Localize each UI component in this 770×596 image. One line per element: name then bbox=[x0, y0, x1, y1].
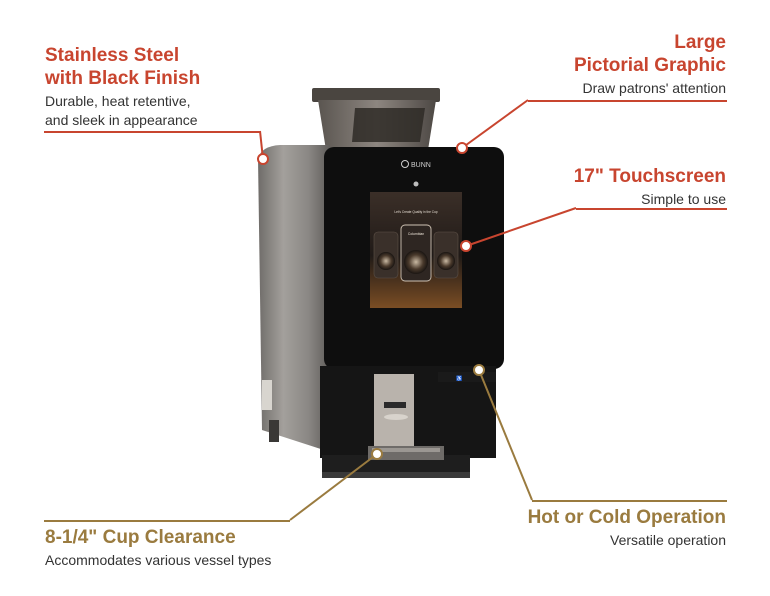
callout-pictorial-desc: Draw patrons' attention bbox=[582, 80, 726, 96]
callout-touchscreen-rule bbox=[576, 208, 727, 210]
callout-hotcold-title: Hot or Cold Operation bbox=[527, 507, 726, 528]
callout-markers bbox=[257, 142, 485, 460]
callout-touchscreen-desc: Simple to use bbox=[641, 191, 726, 207]
marker-touchscreen bbox=[460, 240, 472, 252]
callout-cup-desc: Accommodates various vessel types bbox=[45, 552, 272, 568]
callout-stainless-steel: Stainless Steel with Black Finish Durabl… bbox=[45, 44, 200, 130]
callout-pictorial-graphic: Large Pictorial Graphic Draw patrons' at… bbox=[574, 31, 726, 98]
stainless-steel-body bbox=[258, 145, 330, 452]
callout-stainless-desc: Durable, heat retentive, and sleek in ap… bbox=[45, 93, 198, 128]
callout-touchscreen-title: 17" Touchscreen bbox=[573, 166, 726, 187]
callout-cup-rule bbox=[44, 520, 290, 522]
marker-pictorial bbox=[456, 142, 468, 154]
callout-hotcold-desc: Versatile operation bbox=[610, 532, 726, 548]
screen-center-label: Columbian bbox=[408, 232, 424, 236]
svg-text:♿: ♿ bbox=[456, 375, 462, 382]
callout-cup-clearance: 8-1/4" Cup Clearance Accommodates variou… bbox=[45, 526, 271, 570]
callout-pictorial-title: Large Pictorial Graphic bbox=[573, 32, 726, 76]
dispense-area: ♿ bbox=[368, 372, 496, 460]
screen-drink-options: Columbian bbox=[373, 224, 459, 282]
touchscreen: Let's Create Quality in the Cup Columbia… bbox=[370, 181, 462, 308]
callout-hot-cold: Hot or Cold Operation Versatile operatio… bbox=[528, 506, 726, 550]
screen-heading: Let's Create Quality in the Cup bbox=[394, 210, 438, 214]
callout-cup-title: 8-1/4" Cup Clearance bbox=[45, 527, 236, 548]
brand-logo: BUNN bbox=[401, 160, 431, 169]
marker-cup bbox=[371, 448, 383, 460]
marker-hotcold bbox=[473, 364, 485, 376]
bean-hopper bbox=[312, 88, 440, 154]
callout-pictorial-rule bbox=[528, 100, 727, 102]
callout-stainless-title: Stainless Steel with Black Finish bbox=[45, 45, 201, 89]
callout-touchscreen: 17" Touchscreen Simple to use bbox=[574, 165, 726, 209]
leader-lines bbox=[259, 99, 577, 521]
callout-hotcold-rule bbox=[532, 500, 727, 502]
callout-stainless-rule bbox=[44, 131, 260, 133]
brand-text: BUNN bbox=[411, 162, 431, 169]
marker-stainless bbox=[257, 153, 269, 165]
